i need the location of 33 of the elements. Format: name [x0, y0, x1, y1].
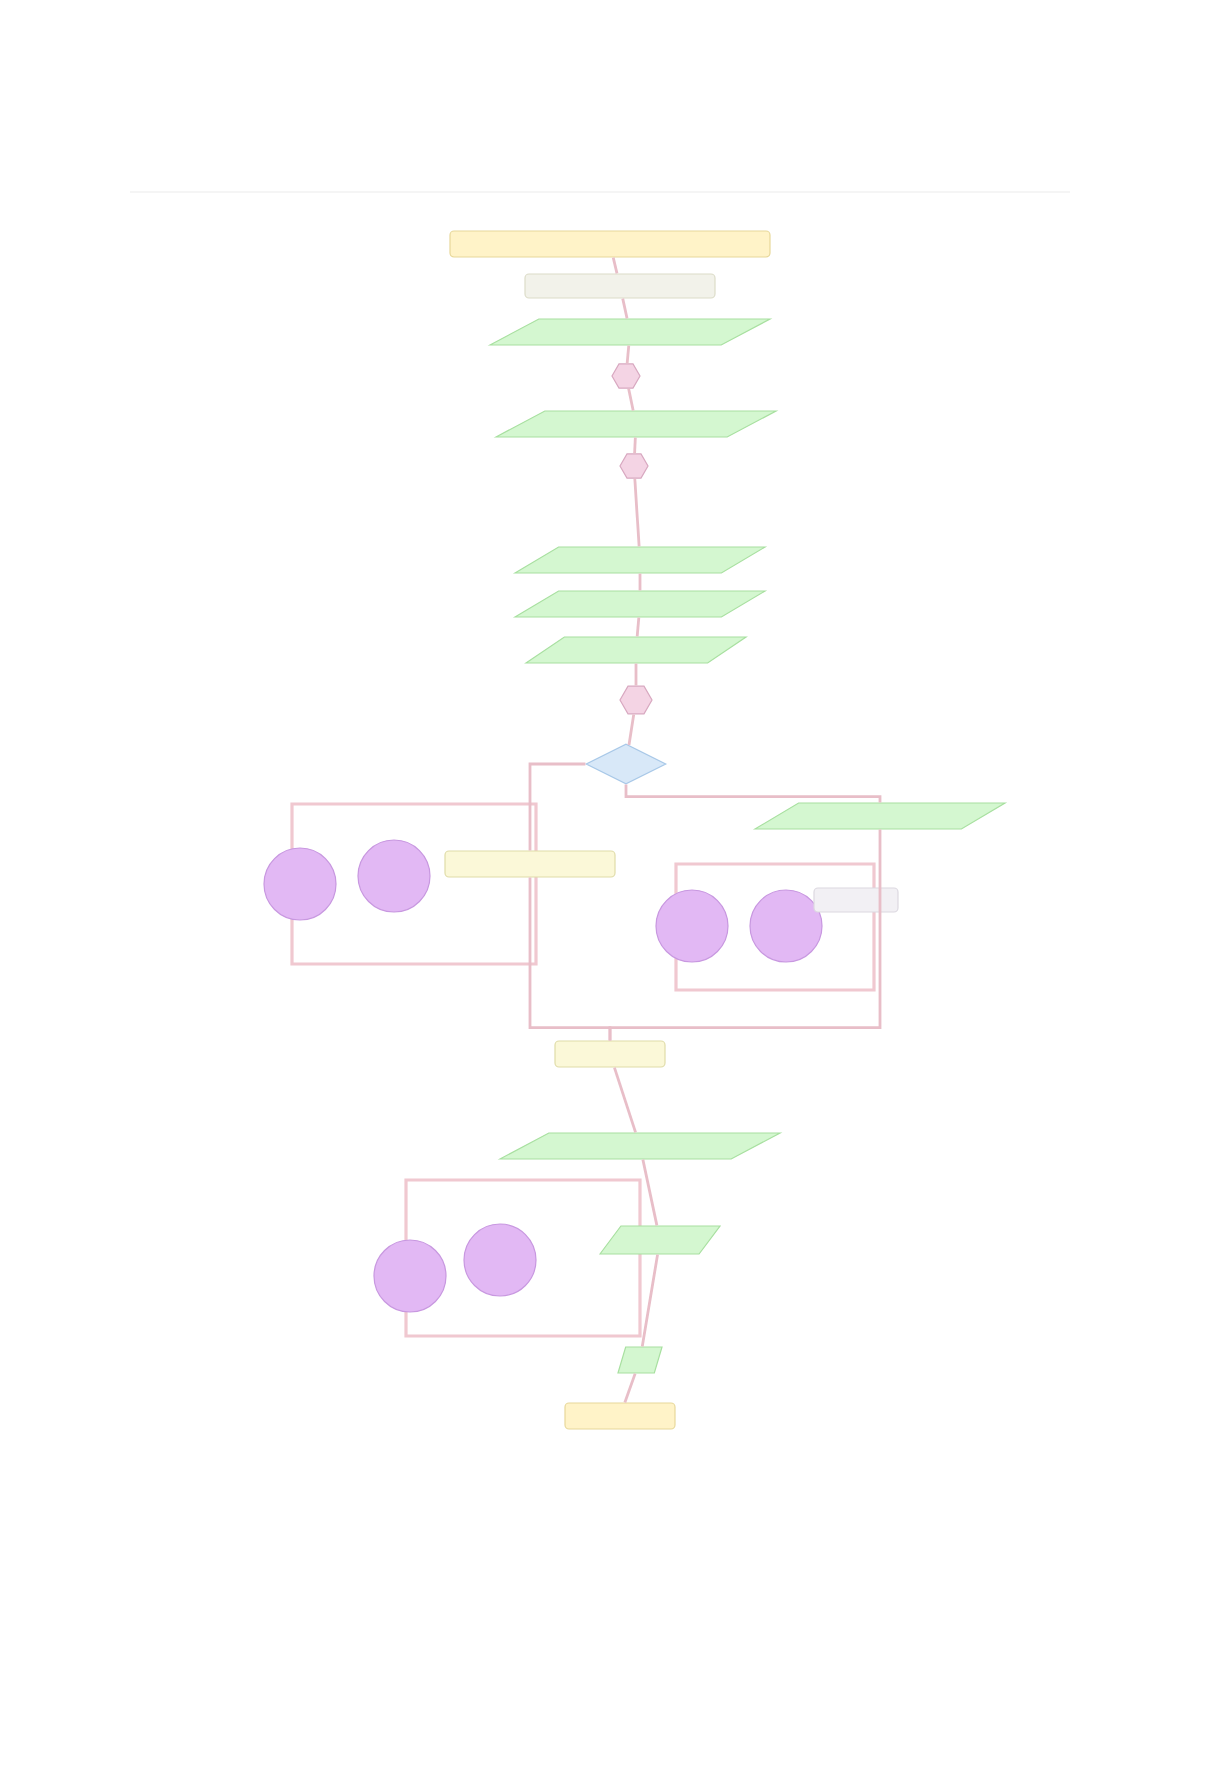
process-box	[524, 273, 716, 299]
preparation-hexagon	[619, 685, 653, 715]
flow-line	[635, 617, 641, 637]
flow-line	[638, 573, 642, 591]
flow-line	[528, 762, 586, 851]
preparation-hexagon	[611, 363, 641, 389]
connector-circle	[263, 847, 337, 921]
flow-line	[633, 437, 637, 454]
flow-line	[624, 784, 882, 803]
flow-line	[623, 1373, 637, 1403]
preparation-hexagon	[619, 453, 649, 479]
flow-line	[608, 829, 882, 1041]
process-box	[554, 1040, 666, 1068]
flow-line	[627, 714, 636, 746]
connector-circle	[357, 839, 431, 913]
connector-circle	[655, 889, 729, 963]
connector-circle	[463, 1223, 537, 1297]
flow-line	[640, 1254, 659, 1347]
flow-line	[627, 388, 635, 411]
connector-circle	[749, 889, 823, 963]
process-box	[444, 850, 616, 878]
flow-line	[613, 1067, 637, 1133]
process-box	[449, 230, 771, 258]
flow-line	[621, 298, 629, 319]
flow-line	[611, 257, 619, 274]
flow-line	[625, 345, 631, 364]
flow-line	[641, 1159, 659, 1226]
connector-circle	[373, 1239, 447, 1313]
process-box	[564, 1402, 676, 1430]
process-box	[813, 887, 899, 913]
data-parallelogram	[617, 1346, 663, 1374]
flow-line	[634, 663, 638, 686]
flow-line	[633, 478, 641, 547]
